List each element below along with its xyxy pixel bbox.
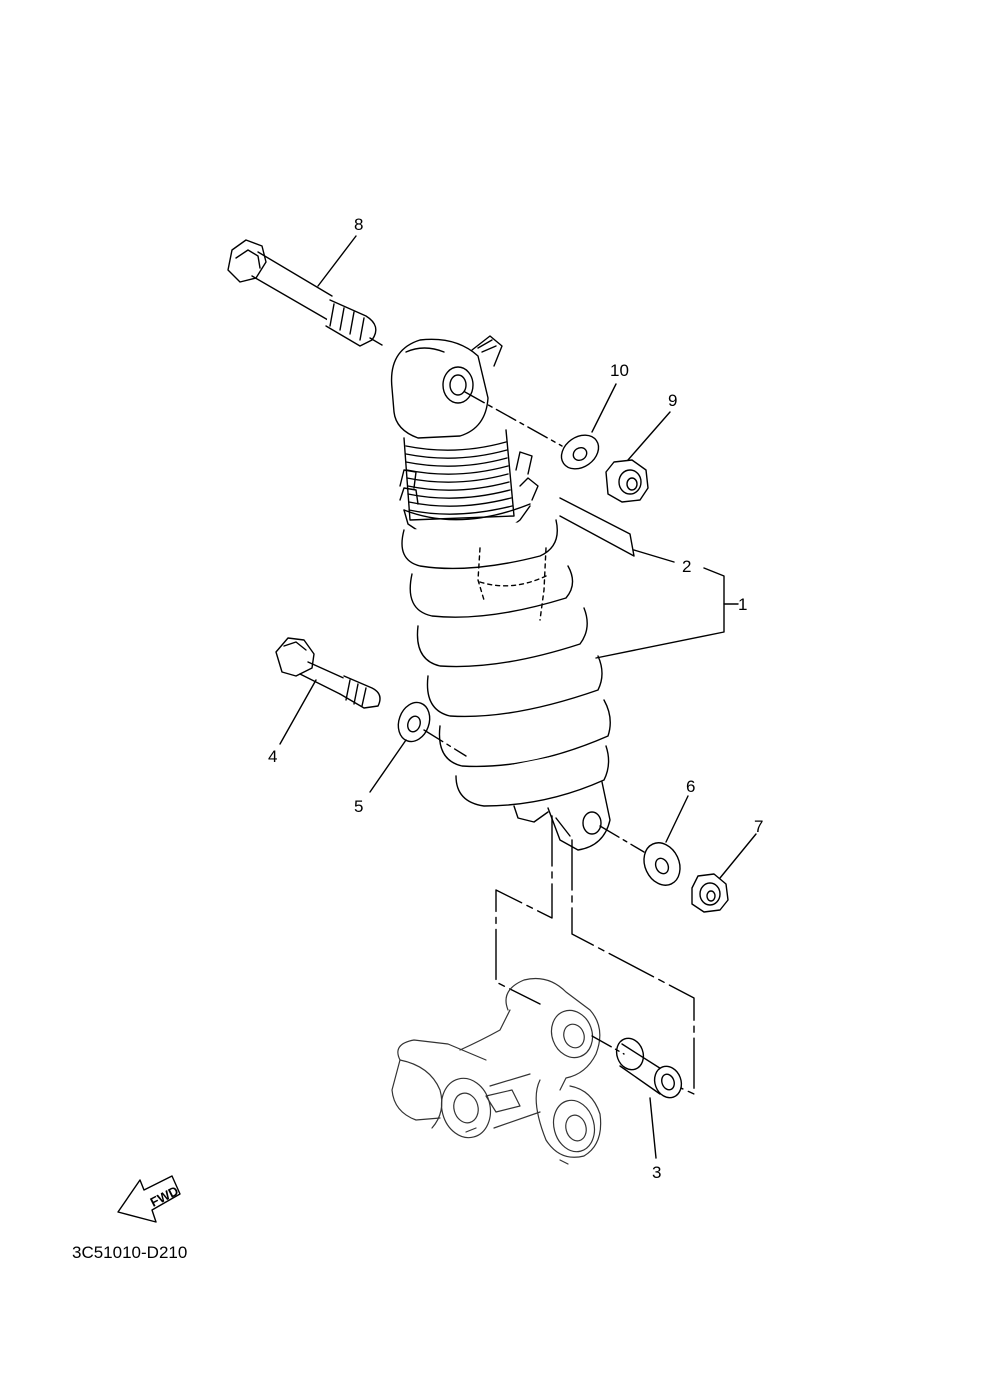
lower-axis-right <box>599 825 645 853</box>
part-2-pointer <box>559 497 635 557</box>
bracket-1 <box>595 567 725 659</box>
leader-5 <box>369 739 407 793</box>
leader-2 <box>633 549 675 563</box>
callout-7: 7 <box>754 817 763 836</box>
callout-2: 2 <box>682 557 691 576</box>
leader-10 <box>591 383 617 433</box>
callout-5: 5 <box>354 797 363 816</box>
leader-4 <box>279 679 317 745</box>
leader-6 <box>665 795 689 843</box>
shock-top-eye <box>390 335 503 439</box>
coil-spring <box>401 519 611 807</box>
leader-7 <box>719 833 757 879</box>
leader-3 <box>649 1097 657 1159</box>
callout-1: 1 <box>738 595 747 614</box>
relay-arm <box>391 977 602 1165</box>
shock-threaded-body <box>403 429 515 521</box>
lower-bolt <box>275 637 381 709</box>
upper-washer <box>560 434 600 470</box>
lower-right-washer <box>643 842 681 886</box>
callout-4: 4 <box>268 747 277 766</box>
callout-6: 6 <box>686 777 695 796</box>
callout-9: 9 <box>668 391 677 410</box>
lower-nut <box>691 873 729 913</box>
fwd-arrow-icon <box>117 1175 181 1223</box>
upper-nut <box>605 459 649 503</box>
callout-10: 10 <box>610 361 629 380</box>
drawing-code: 3C51010-D210 <box>72 1243 187 1262</box>
upper-bolt <box>227 239 383 347</box>
leader-8 <box>317 235 357 287</box>
leader-9 <box>627 411 671 461</box>
callout-3: 3 <box>652 1163 661 1182</box>
lower-axis-left <box>423 729 467 757</box>
shock-lower-clevis <box>513 781 611 851</box>
callout-8: 8 <box>354 215 363 234</box>
lower-left-washer <box>397 701 431 743</box>
upper-axis <box>464 391 563 447</box>
collar-bushing <box>591 1035 683 1099</box>
